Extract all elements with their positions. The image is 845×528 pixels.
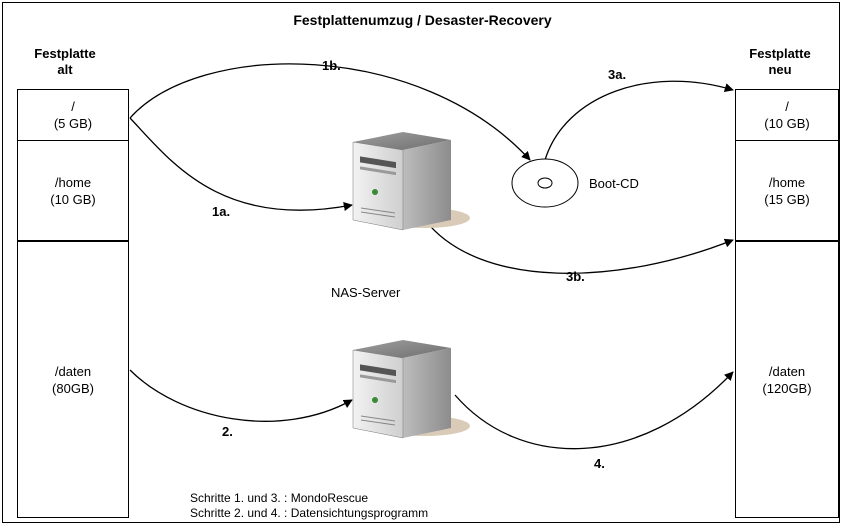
step-4-label: 4. xyxy=(594,456,605,471)
new-partition-root-size: (10 GB) xyxy=(764,116,810,131)
arrow-3a xyxy=(544,80,734,161)
new-disk: / (10 GB) /home (15 GB) /daten (120GB) xyxy=(735,89,839,518)
old-disk-label-line1: Festplatte xyxy=(34,46,96,61)
new-partition-root: / (10 GB) xyxy=(736,90,838,141)
legend-line-2: Schritte 2. und 4. : Datensichtungsprogr… xyxy=(190,506,429,520)
diagram-title: Festplattenumzug / Desaster-Recovery xyxy=(293,12,552,28)
legend-line-1: Schritte 1. und 3. : MondoRescue xyxy=(190,491,369,505)
old-partition-home: /home (10 GB) xyxy=(18,141,128,241)
arrow-1a xyxy=(129,117,353,211)
new-partition-home-name: /home xyxy=(768,174,806,190)
arrow-3b xyxy=(424,219,734,274)
step-3a-label: 3a. xyxy=(608,67,627,82)
new-disk-label: Festplatte neu xyxy=(725,46,835,78)
arrow-4 xyxy=(454,371,734,450)
old-disk-label: Festplatte alt xyxy=(10,46,120,78)
new-partition-daten-size: (120GB) xyxy=(762,380,812,396)
boot-cd-icon xyxy=(511,158,579,208)
new-partition-daten: /daten (120GB) xyxy=(736,241,838,517)
nas-server-icon-2 xyxy=(352,340,470,439)
legend: Schritte 1. und 3. : MondoRescue Schritt… xyxy=(190,491,428,521)
old-partition-daten: /daten (80GB) xyxy=(18,241,128,517)
old-partition-home-name: /home xyxy=(54,174,92,190)
arrow-2 xyxy=(129,369,353,422)
old-disk: / (5 GB) /home (10 GB) /daten (80GB) xyxy=(17,89,129,518)
step-3b-label: 3b. xyxy=(566,269,585,284)
old-partition-root-size: (5 GB) xyxy=(53,116,93,131)
diagram-frame xyxy=(2,2,840,523)
nas-server-icon xyxy=(352,132,470,231)
old-partition-root-name: / xyxy=(71,99,75,114)
old-disk-label-line2: alt xyxy=(57,62,73,77)
new-partition-home: /home (15 GB) xyxy=(736,141,838,241)
arrow-1b xyxy=(129,63,531,161)
step-2-label: 2. xyxy=(222,424,233,439)
step-1a-label: 1a. xyxy=(212,204,231,219)
old-partition-root: / (5 GB) xyxy=(18,90,128,141)
new-partition-daten-name: /daten xyxy=(768,363,806,379)
new-partition-home-size: (15 GB) xyxy=(764,191,810,207)
old-partition-daten-name: /daten xyxy=(54,363,92,379)
step-1b-label: 1b. xyxy=(322,58,341,73)
new-partition-root-name: / xyxy=(785,99,789,114)
boot-cd-label: Boot-CD xyxy=(589,176,639,191)
old-partition-daten-size: (80GB) xyxy=(52,380,94,396)
new-disk-label-line1: Festplatte xyxy=(749,46,811,61)
nas-server-label: NAS-Server xyxy=(331,285,401,300)
old-partition-home-size: (10 GB) xyxy=(50,191,96,207)
new-disk-label-line2: neu xyxy=(768,62,792,77)
